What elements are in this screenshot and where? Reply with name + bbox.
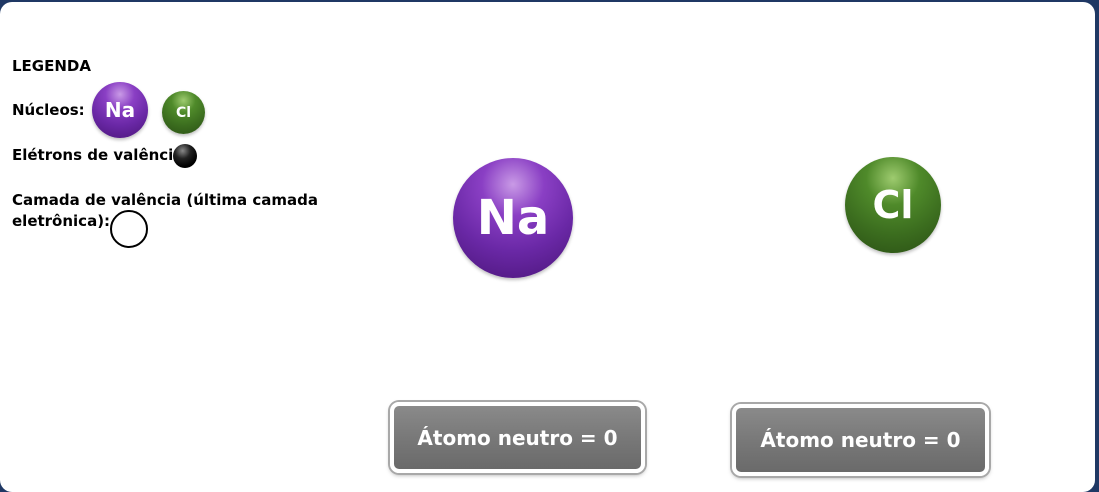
chlorine-charge-button[interactable]: Átomo neutro = 0 — [732, 404, 989, 476]
legend-chlorine-symbol: Cl — [175, 104, 192, 121]
legend-chlorine-nucleus: Cl — [162, 91, 205, 134]
legend-electron-icon — [173, 144, 197, 168]
legend-title: LEGENDA — [12, 57, 91, 75]
sodium-nucleus: Na — [453, 158, 573, 278]
chlorine-symbol: Cl — [872, 183, 914, 227]
legend-shell-label-line1: Camada de valência (última camada — [12, 191, 318, 209]
legend-sodium-nucleus: Na — [92, 82, 148, 138]
legend-valence-shell-icon — [110, 210, 148, 248]
legend-shell-label-line2: eletrônica): — [12, 212, 111, 230]
chlorine-nucleus: Cl — [845, 157, 941, 253]
sodium-charge-button[interactable]: Átomo neutro = 0 — [390, 402, 645, 473]
legend-nuclei-label: Núcleos: — [12, 101, 85, 119]
legend-sodium-symbol: Na — [104, 98, 136, 122]
sodium-symbol: Na — [476, 190, 550, 246]
legend-electrons-label: Elétrons de valência: — [12, 146, 190, 164]
